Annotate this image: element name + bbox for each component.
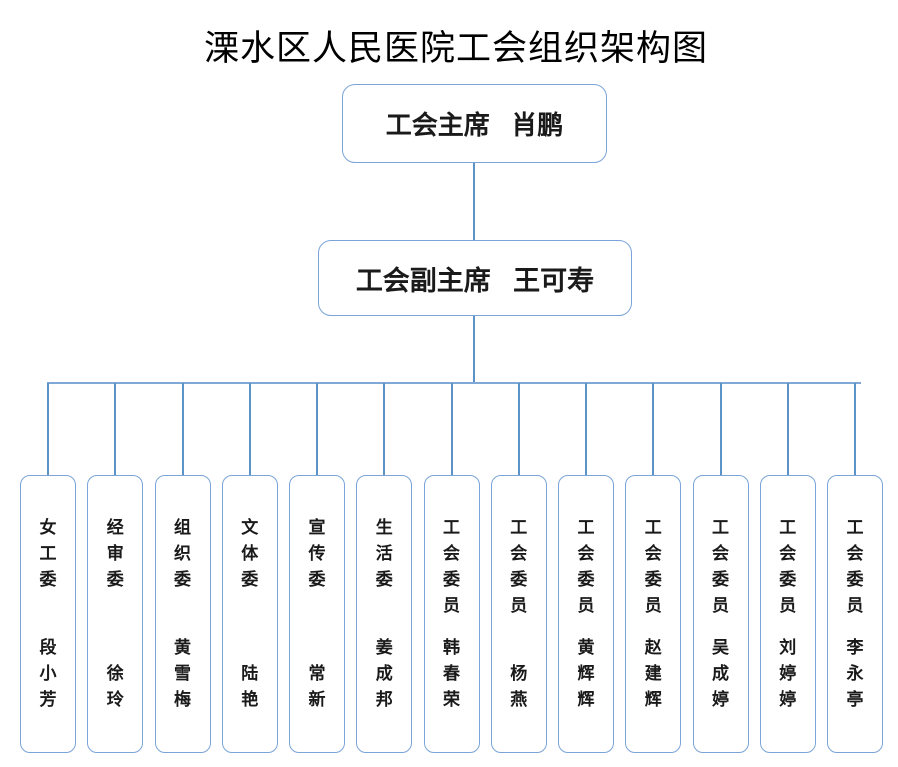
chairman-label: 工会主席 肖鹏 [385,110,564,140]
committee-name: 黄 辉 辉 [577,638,595,709]
committee-node[interactable]: 经 审 委徐 玲 [87,475,144,753]
chairman-node[interactable]: 工会主席 肖鹏 [342,84,607,163]
committee-node[interactable]: 宣 传 委常 新 [289,475,345,753]
committee-node[interactable]: 工 会 委 员李 永 亭 [827,475,883,753]
committee-role: 文 体 委 [241,518,259,589]
committee-role: 工 会 委 员 [846,518,864,615]
committee-role: 宣 传 委 [308,518,326,589]
connector-drop [854,383,856,475]
committee-role: 工 会 委 员 [712,518,729,615]
vice-chairman-node[interactable]: 工会副主席 王可寿 [318,240,632,316]
committee-node[interactable]: 工 会 委 员刘 婷 婷 [759,475,816,753]
chart-title: 溧水区人民医院工会组织架构图 [203,29,708,68]
committee-role: 工 会 委 员 [644,518,662,615]
committee-node[interactable]: 文 体 委陆 艳 [221,475,278,753]
connector-drop [517,383,520,475]
connector-vice-to-branch [473,316,475,383]
committee-name: 姜 成 邦 [375,638,393,709]
vice-chairman-label: 工会副主席 王可寿 [355,265,595,296]
committee-node[interactable]: 工 会 委 员韩 春 荣 [423,475,480,753]
connector-drop [114,383,117,475]
connector-drop [652,383,655,475]
connector-drop [719,383,722,475]
branch-horizontal-line [47,382,861,384]
committee-name: 陆 艳 [241,664,259,709]
connector-chairman-to-vice [473,163,475,240]
committee-node[interactable]: 工 会 委 员杨 燕 [490,475,547,753]
connector-drop [585,383,587,475]
connector-drop [316,383,318,475]
committee-name: 李 永 亭 [846,638,864,709]
connector-drop [786,383,789,475]
committee-name: 吴 成 婷 [712,638,729,709]
committee-role: 组 织 委 [174,518,191,589]
committee-node[interactable]: 生 活 委姜 成 邦 [356,475,413,753]
committee-name: 段 小 芳 [39,638,57,709]
committee-name: 黄 雪 梅 [174,638,191,709]
connector-drop [47,383,49,475]
committee-role: 工 会 委 员 [510,518,528,615]
connector-drop [383,383,386,475]
connector-drop [450,383,453,475]
committee-name: 韩 春 荣 [443,638,460,709]
committee-role: 女 工 委 [39,518,57,589]
committee-node[interactable]: 女 工 委段 小 芳 [20,475,76,753]
connector-drop [181,383,184,475]
committee-node[interactable]: 工 会 委 员黄 辉 辉 [558,475,614,753]
committee-role: 生 活 委 [375,518,393,589]
committee-name: 杨 燕 [510,664,528,709]
committee-role: 工 会 委 员 [779,518,797,615]
committee-name: 常 新 [308,664,326,709]
committee-role: 工 会 委 员 [443,518,460,615]
committee-role: 经 审 委 [106,518,124,589]
committee-role: 工 会 委 员 [577,518,595,615]
committee-node[interactable]: 组 织 委黄 雪 梅 [154,475,211,753]
committee-node[interactable]: 工 会 委 员吴 成 婷 [692,475,749,753]
committee-name: 刘 婷 婷 [779,638,797,709]
connector-drop [248,383,251,475]
committee-node[interactable]: 工 会 委 员赵 建 辉 [625,475,682,753]
committee-name: 赵 建 辉 [644,638,662,709]
committee-name: 徐 玲 [106,664,124,709]
